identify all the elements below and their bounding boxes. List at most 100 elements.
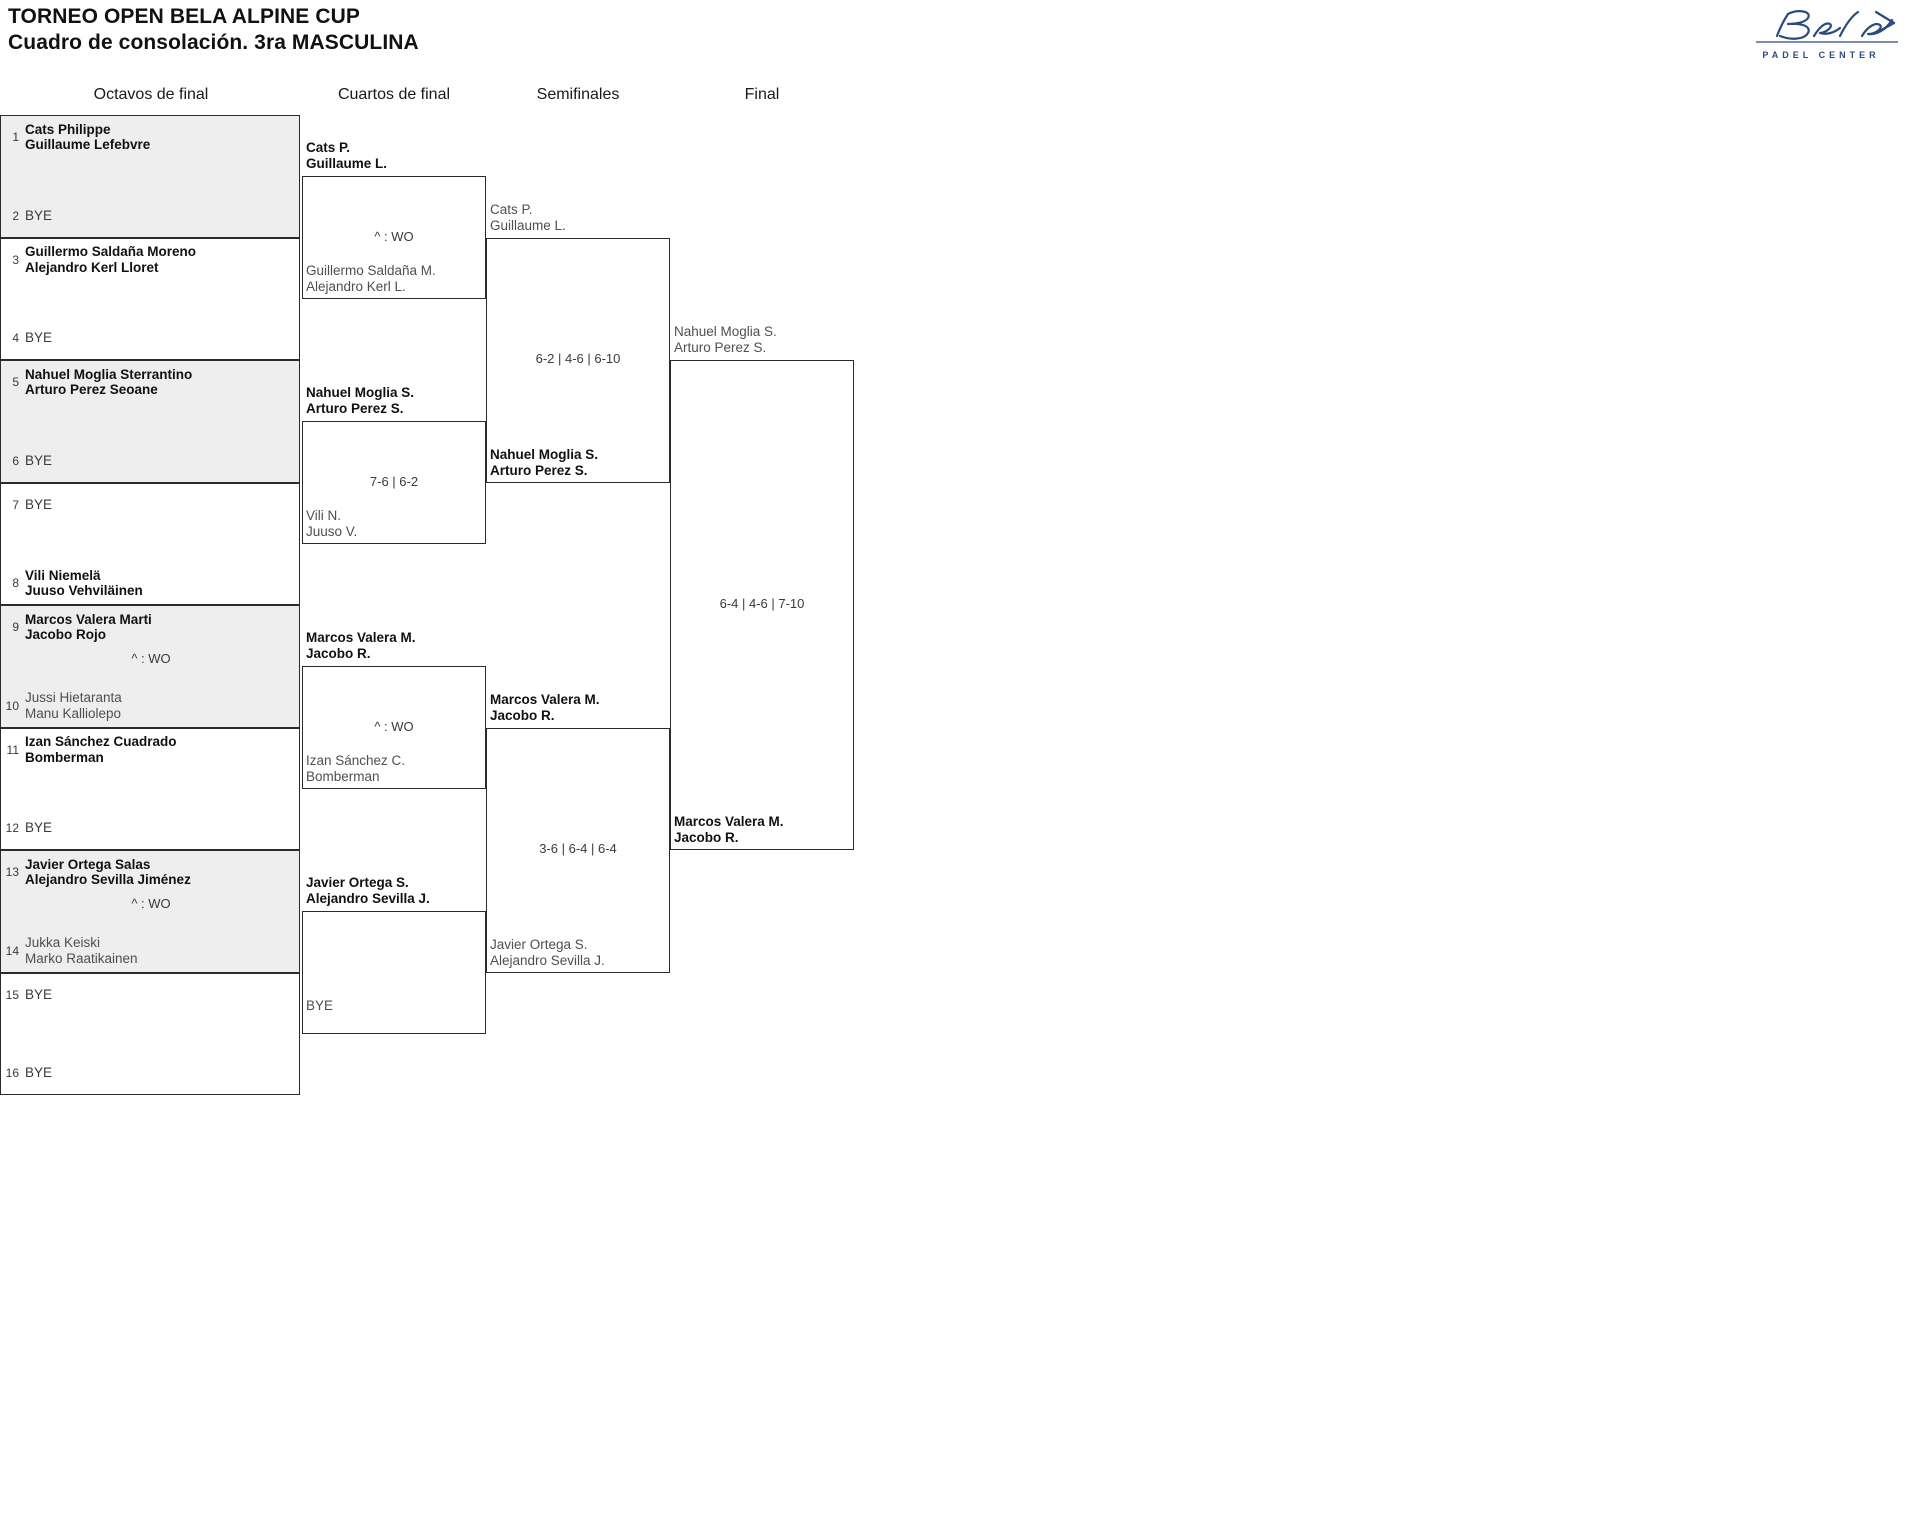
match-score: 6-2 | 4-6 | 6-10 [535, 351, 621, 366]
team-name: BYE [25, 453, 52, 469]
team-name-line1: BYE [25, 1065, 53, 1081]
entrant-top: Javier Ortega S.Alejandro Sevilla J. [306, 875, 430, 907]
match-score: ^ : WO [374, 718, 414, 734]
team-name-line2: Manu Kalliolepo [25, 705, 122, 721]
seed-number: 10 [5, 698, 19, 713]
team-name-line1: BYE [25, 496, 53, 512]
entrant-bottom-line2: Alejandro Kerl L. [306, 278, 406, 294]
bracket-slot[interactable]: 4 BYE [1, 321, 299, 355]
team-name-line2: Juuso Vehviläinen [25, 583, 143, 598]
entrant-bottom: Guillermo Saldaña M.Alejandro Kerl L. [306, 263, 436, 295]
seed-number: 7 [12, 497, 19, 512]
entrant-bottom-line1: BYE [306, 997, 334, 1013]
entrant-bottom: Izan Sánchez C.Bomberman [306, 753, 405, 785]
bracket-slot[interactable]: 7 BYE [1, 488, 299, 522]
bracket-slot[interactable]: 16 BYE [1, 1056, 299, 1090]
entrant-top-line1: Marcos Valera M. [306, 630, 416, 646]
entrant-bottom-line1: Marcos Valera M. [674, 814, 784, 829]
team-name-line2: Alejandro Sevilla Jiménez [25, 872, 191, 887]
match-score: ^ : WO [131, 651, 171, 667]
entrant-bottom-line1: Izan Sánchez C. [306, 752, 406, 768]
team-name-line2: Marko Raatikainen [25, 950, 138, 966]
entrant-bottom: Javier Ortega S.Alejandro Sevilla J. [490, 937, 605, 969]
entrant-top-line1: Nahuel Moglia S. [674, 324, 777, 339]
entrant-bottom-line1: Nahuel Moglia S. [490, 446, 599, 462]
team-name: BYE [25, 820, 52, 836]
seed-number: 13 [5, 865, 19, 879]
round-header-octavos: Octavos de final [93, 86, 209, 103]
match-score: 6-4 | 4-6 | 7-10 [719, 596, 805, 611]
team-name-line1: Marcos Valera Marti [25, 611, 152, 627]
team-name-line1: Vili Niemelä [25, 567, 101, 583]
team-name: BYE [25, 987, 52, 1003]
team-name: BYE [25, 330, 52, 346]
seed-number: 1 [12, 130, 19, 144]
match-box-round4-1[interactable]: 6-4 | 4-6 | 7-10 [670, 360, 854, 850]
team-name: BYE [25, 1065, 52, 1081]
match-score: 7-6 | 6-2 [369, 473, 419, 489]
entrant-bottom-line2: Alejandro Sevilla J. [490, 952, 605, 968]
match-box-round2-4[interactable] [302, 911, 486, 1034]
round-header-final: Final [744, 86, 780, 103]
match-box-round2-2[interactable]: 7-6 | 6-2 [302, 421, 486, 544]
entrant-top-line1: Marcos Valera M. [490, 691, 600, 707]
team-name-line1: Jussi Hietaranta [25, 690, 122, 705]
entrant-top-line2: Alejandro Sevilla J. [306, 891, 430, 907]
seed-number: 8 [12, 576, 19, 590]
team-name-line2: Bomberman [25, 749, 104, 765]
seed-number: 4 [12, 331, 19, 345]
team-name-line2: Guillaume Lefebvre [25, 137, 151, 152]
entrant-top-line2: Arturo Perez S. [674, 340, 767, 355]
entrant-top-line1: Cats P. [490, 201, 533, 217]
entrant-bottom: Nahuel Moglia S.Arturo Perez S. [490, 447, 598, 479]
team-name: BYE [25, 497, 52, 513]
entrant-top-line1: Javier Ortega S. [306, 875, 409, 891]
round-header-semifinales: Semifinales [536, 86, 620, 103]
match-box-round3-2[interactable]: 3-6 | 6-4 | 6-4 [486, 727, 670, 973]
seed-number: 2 [12, 208, 19, 223]
entrant-bottom: BYE [306, 998, 333, 1014]
match-box-round3-1[interactable]: 6-2 | 4-6 | 6-10 [486, 237, 670, 483]
team-name-line1: Cats Philippe [25, 121, 111, 137]
seed-number: 16 [5, 1066, 19, 1080]
team-name-line1: BYE [25, 986, 53, 1002]
bela-signature-icon [1756, 10, 1898, 43]
match-box-round2-1[interactable]: ^ : WO [302, 176, 486, 299]
seed-number: 9 [12, 620, 19, 634]
match-score: ^ : WO [374, 228, 414, 244]
entrant-top-line1: Nahuel Moglia S. [306, 385, 415, 401]
team-name-line2: Alejandro Kerl Lloret [25, 259, 159, 275]
logo-wordmark: PADEL CENTER [1762, 50, 1880, 60]
bracket-slot[interactable]: 15 BYE [1, 978, 299, 1012]
entrant-bottom-line1: Guillermo Saldaña M. [306, 262, 436, 278]
entrant-bottom-line1: Vili N. [306, 507, 342, 523]
entrant-top: Nahuel Moglia S.Arturo Perez S. [306, 385, 414, 417]
match-box-round2-3[interactable]: ^ : WO [302, 666, 486, 789]
seed-number: 15 [5, 987, 19, 1002]
